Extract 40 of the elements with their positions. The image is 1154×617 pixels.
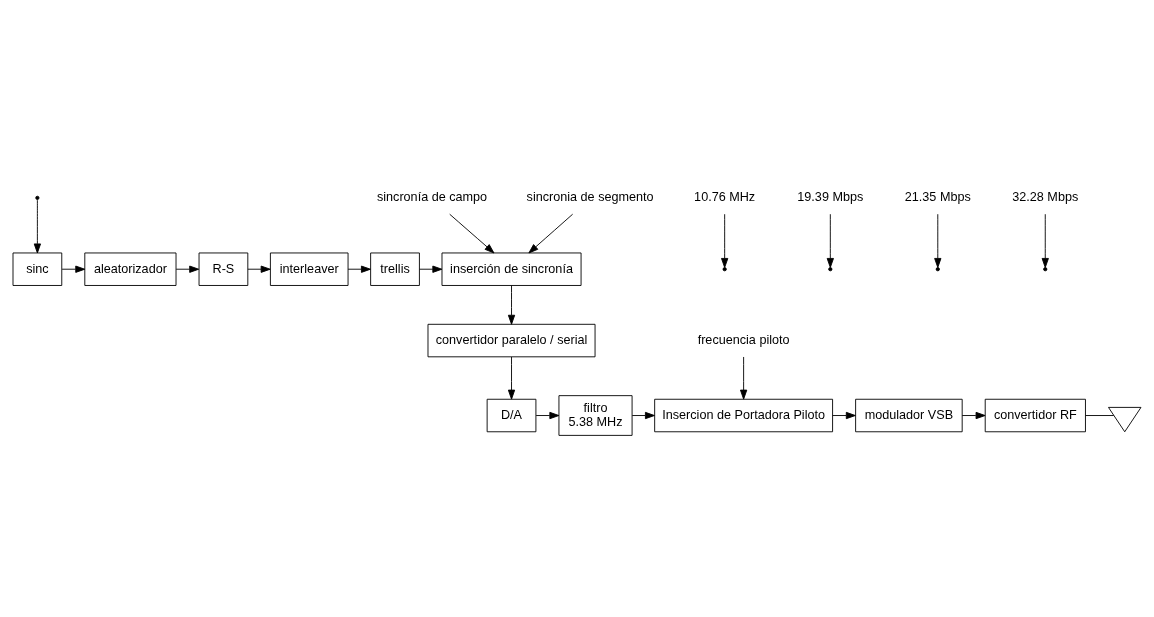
node-box: convertidor paralelo / serial: [427, 323, 596, 358]
arrow: [449, 213, 495, 254]
arrow: [247, 265, 271, 273]
node-box: filtro 5.38 MHz: [558, 395, 633, 436]
arrow: [1041, 213, 1049, 268]
node-box: inserción de sincronía: [441, 252, 582, 286]
node-box: interleaver: [269, 252, 349, 286]
node-text: sincronia de segmento: [526, 190, 654, 205]
node-box: trellis: [370, 252, 420, 286]
arrow: [934, 213, 942, 268]
node-text: 32.28 Mbps: [1012, 190, 1079, 205]
node-text: frecuencia piloto: [697, 332, 790, 347]
arrow: [419, 265, 443, 273]
arrow: [535, 411, 560, 420]
node-text: 19.39 Mbps: [797, 190, 864, 205]
arrow: [33, 199, 41, 254]
arrow: [631, 411, 655, 420]
arrow: [528, 213, 574, 254]
node-text: 10.76 MHz: [694, 190, 756, 205]
arrow: [832, 411, 856, 420]
node-box: D/A: [486, 398, 537, 433]
node-text: sincronía de campo: [376, 190, 488, 205]
arrow: [175, 265, 200, 273]
arrow: [507, 285, 516, 325]
arrow: [826, 213, 834, 268]
node-box: R-S: [198, 252, 249, 286]
arrow: [721, 213, 729, 268]
node-box: sinc: [12, 252, 63, 286]
node-text: 21.35 Mbps: [904, 190, 971, 205]
arrow: [507, 356, 516, 400]
arrow: [347, 265, 371, 273]
arrow: [61, 265, 86, 273]
node-box: Insercion de Portadora Piloto: [654, 398, 834, 433]
node-box: convertidor RF: [984, 398, 1086, 433]
node-box: aleatorizador: [84, 252, 177, 286]
arrow: [740, 356, 748, 400]
node-antenna: [1108, 406, 1142, 433]
arrow: [961, 411, 986, 420]
node-box: modulador VSB: [855, 398, 963, 433]
connector: [1085, 415, 1115, 416]
